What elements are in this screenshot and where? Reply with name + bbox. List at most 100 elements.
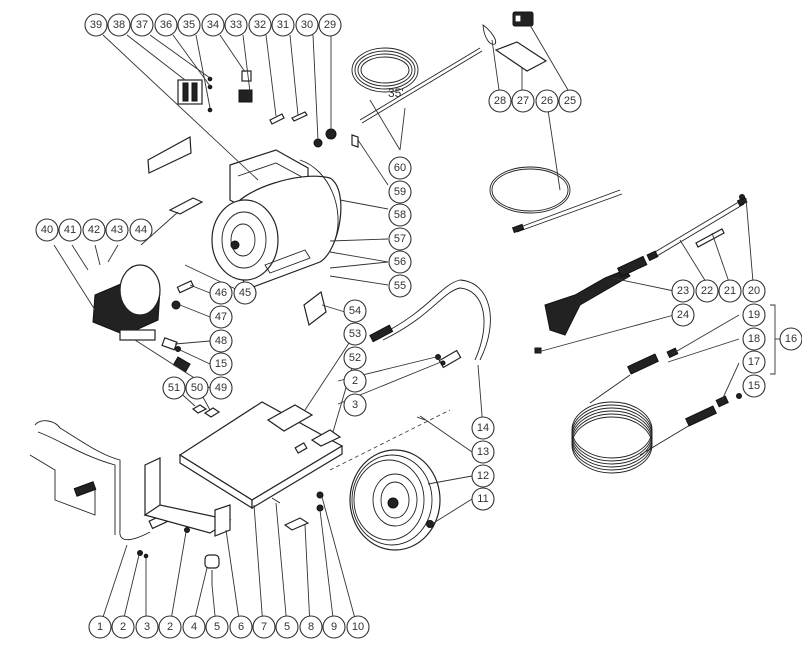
label-part [168, 197, 204, 215]
svg-text:9: 9 [331, 621, 337, 633]
svg-text:57: 57 [394, 233, 406, 245]
bolt-part [271, 497, 281, 504]
callout-33: 33 [224, 13, 248, 37]
callout-47: 47 [209, 305, 233, 329]
callout-53: 53 [343, 322, 367, 346]
callout-34: 34 [201, 13, 225, 37]
svg-text:7: 7 [261, 621, 267, 633]
svg-text:30: 30 [301, 19, 313, 31]
svg-text:49: 49 [215, 382, 227, 394]
callout-52: 52 [343, 346, 367, 370]
svg-text:60: 60 [394, 162, 406, 174]
svg-text:55: 55 [394, 280, 406, 292]
label-part [494, 41, 548, 72]
svg-text:29: 29 [324, 19, 336, 31]
svg-text:37: 37 [136, 19, 148, 31]
callout-29: 29 [318, 13, 342, 37]
callout-3-handle: 3 [343, 393, 367, 417]
callout-30: 30 [295, 13, 319, 37]
screw-part [207, 107, 213, 113]
spray-gun-part [534, 194, 748, 354]
svg-text:10: 10 [352, 621, 364, 633]
bolt-part [316, 491, 324, 499]
callout-9: 9 [322, 615, 346, 639]
svg-text:15: 15 [215, 358, 227, 370]
svg-text:3: 3 [144, 621, 150, 633]
callout-12: 12 [471, 464, 495, 488]
svg-text:45: 45 [239, 287, 251, 299]
screw-part [207, 84, 213, 90]
svg-text:18: 18 [748, 333, 760, 345]
svg-text:13: 13 [477, 446, 489, 458]
callout-11: 11 [471, 487, 495, 511]
callout-57: 57 [388, 227, 412, 251]
callout-56: 56 [388, 250, 412, 274]
callout-2-handle: 2 [343, 369, 367, 393]
callout-46: 46 [209, 281, 233, 305]
callout-38: 38 [107, 13, 131, 37]
callout-5: 5 [205, 615, 229, 639]
bracket-part [143, 457, 232, 537]
callout-32: 32 [248, 13, 272, 37]
svg-text:54: 54 [349, 305, 361, 317]
callout-16: 16 [779, 327, 802, 351]
svg-text:52: 52 [349, 352, 361, 364]
svg-text:15: 15 [748, 380, 760, 392]
callout-23: 23 [671, 279, 695, 303]
svg-text:28: 28 [494, 95, 506, 107]
svg-text:34: 34 [207, 19, 219, 31]
callout-27: 27 [511, 89, 535, 113]
callout-59: 59 [388, 180, 412, 204]
contactor-part [177, 79, 203, 105]
callout-20: 20 [742, 279, 766, 303]
quick-connect-part [512, 11, 534, 27]
svg-text:31: 31 [277, 19, 289, 31]
svg-text:40: 40 [41, 224, 53, 236]
clip-part [482, 24, 497, 45]
switch-part [238, 70, 253, 103]
label-part [147, 136, 192, 174]
callout-14: 14 [471, 416, 495, 440]
fitting-part [325, 128, 337, 140]
callout-51: 51 [162, 376, 186, 400]
svg-text:6: 6 [238, 621, 244, 633]
svg-text:5: 5 [214, 621, 220, 633]
callout-6: 6 [229, 615, 253, 639]
callout-45: 45 [233, 281, 257, 305]
callout-24: 24 [671, 303, 695, 327]
callout-36: 36 [154, 13, 178, 37]
svg-text:33: 33 [230, 19, 242, 31]
svg-text:36: 36 [160, 19, 172, 31]
svg-text:27: 27 [517, 95, 529, 107]
callout-55: 55 [388, 274, 412, 298]
callout-48: 48 [209, 329, 233, 353]
callout-37: 37 [130, 13, 154, 37]
foot-part [204, 554, 220, 569]
svg-text:22: 22 [701, 285, 713, 297]
fitting-part [176, 280, 195, 294]
callout-8: 8 [299, 615, 323, 639]
callout-3: 3 [135, 615, 159, 639]
pump-part [92, 264, 161, 341]
svg-text:59: 59 [394, 186, 406, 198]
svg-text:5: 5 [284, 621, 290, 633]
callouts: 39 38 37 36 35 34 33 32 31 30 29 28 27 2… [35, 13, 802, 639]
svg-text:38: 38 [113, 19, 125, 31]
svg-text:35: 35 [183, 19, 195, 31]
label-part [351, 134, 359, 148]
svg-text:32: 32 [254, 19, 266, 31]
callout-39: 39 [84, 13, 108, 37]
svg-text:50: 50 [191, 382, 203, 394]
parts-drawing [29, 11, 748, 585]
svg-text:8: 8 [308, 621, 314, 633]
callout-22: 22 [695, 279, 719, 303]
callout-1: 1 [88, 615, 112, 639]
hose-length-label: 35' [388, 86, 404, 100]
callout-35: 35 [177, 13, 201, 37]
svg-text:17: 17 [748, 356, 760, 368]
washer-part [143, 553, 149, 559]
callout-26: 26 [535, 89, 559, 113]
screw-part [207, 76, 213, 82]
svg-text:56: 56 [394, 256, 406, 268]
callout-2: 2 [111, 615, 135, 639]
